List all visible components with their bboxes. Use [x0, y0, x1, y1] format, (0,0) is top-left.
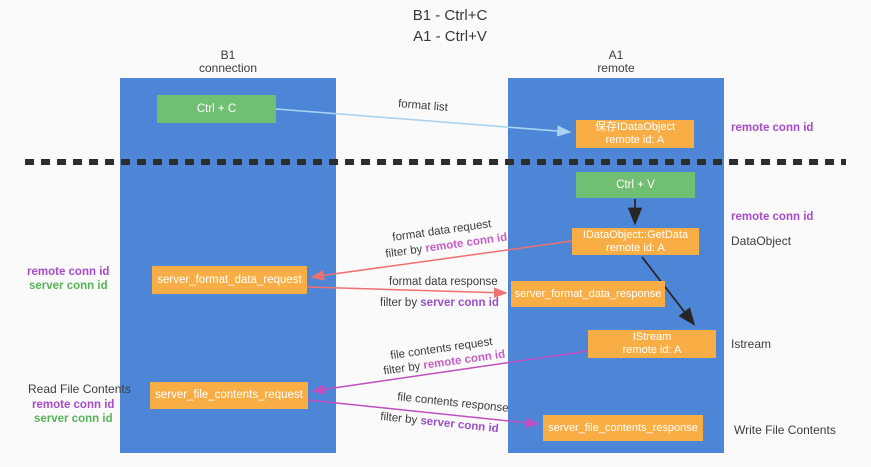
node-save-idataobject-line2: remote id: A — [605, 134, 665, 146]
lane-left-title: B1 — [220, 48, 236, 62]
node-istream: IStream remote id: A — [588, 330, 716, 358]
node-ctrl-c-label: Ctrl + C — [196, 102, 237, 115]
diagram-title-line1: B1 - Ctrl+C — [412, 7, 488, 24]
node-idataobject-getdata-line2: remote id: A — [606, 241, 665, 254]
filter-by-text-2: filter by — [380, 297, 418, 309]
node-ctrl-c: Ctrl + C — [157, 95, 276, 123]
lane-left-subtitle: connection — [198, 61, 258, 75]
lane-right-title: A1 — [608, 48, 624, 62]
label-format-data-response: format data response — [389, 276, 498, 288]
label-istream: Istream — [731, 337, 772, 351]
label-remote-conn-id-top-left: remote conn id — [27, 266, 110, 278]
filter-by-text-4: filter by — [379, 410, 418, 427]
filter-key-server-2: server conn id — [419, 415, 500, 436]
node-save-idataobject: 保存IDataObject remote id: A — [576, 120, 694, 148]
label-file-contents-response: file contents response — [396, 391, 510, 415]
node-server-format-data-request-label: server_format_data_request — [157, 273, 302, 286]
node-server-format-data-request: server_format_data_request — [152, 266, 307, 294]
diagram-title: B1 - Ctrl+C A1 - Ctrl+V — [350, 5, 550, 47]
node-ctrl-v: Ctrl + V — [576, 172, 695, 198]
label-server-conn-id-top-left: server conn id — [29, 280, 108, 292]
filter-by-text-3: filter by — [382, 360, 422, 378]
label-read-file-contents: Read File Contents — [28, 382, 131, 396]
lane-right-header: A1 remote — [508, 49, 724, 75]
filter-by-text-1: filter by — [384, 243, 424, 261]
dashed-separator — [25, 159, 846, 165]
node-istream-line2: remote id: A — [622, 344, 682, 356]
lane-left-header: B1 connection — [120, 49, 336, 75]
node-idataobject-getdata-line1: IDataObject::GetData — [582, 228, 689, 241]
node-server-file-contents-response-label: server_file_contents_response — [548, 421, 698, 434]
node-server-file-contents-response: server_file_contents_response — [543, 415, 703, 441]
node-server-format-data-response-label: server_format_data_response — [514, 287, 662, 300]
label-remote-conn-id-mid-right: remote conn id — [731, 211, 814, 223]
label-filter-format-response: filter by server conn id — [380, 297, 499, 309]
label-server-conn-id-bottom-left: server conn id — [34, 413, 113, 425]
node-idataobject-getdata: IDataObject::GetData remote id: A — [572, 228, 699, 255]
label-remote-conn-id-top-right: remote conn id — [731, 122, 814, 134]
label-filter-file-response: filter by server conn id — [380, 411, 500, 435]
lane-right-subtitle: remote — [597, 61, 635, 75]
label-format-list: format list — [397, 98, 449, 114]
node-server-format-data-response: server_format_data_response — [511, 281, 665, 307]
label-remote-conn-id-bottom-left: remote conn id — [32, 399, 115, 411]
node-istream-line1: IStream — [632, 331, 672, 343]
node-server-file-contents-request: server_file_contents_request — [150, 382, 308, 409]
node-save-idataobject-line1: 保存IDataObject — [594, 121, 676, 133]
label-dataobject: DataObject — [731, 234, 792, 248]
filter-key-server-1: server conn id — [420, 297, 499, 309]
node-server-file-contents-request-label: server_file_contents_request — [155, 389, 303, 401]
label-write-file-contents: Write File Contents — [734, 423, 836, 437]
diagram-title-line2: A1 - Ctrl+V — [413, 28, 487, 45]
node-ctrl-v-label: Ctrl + V — [616, 178, 655, 191]
